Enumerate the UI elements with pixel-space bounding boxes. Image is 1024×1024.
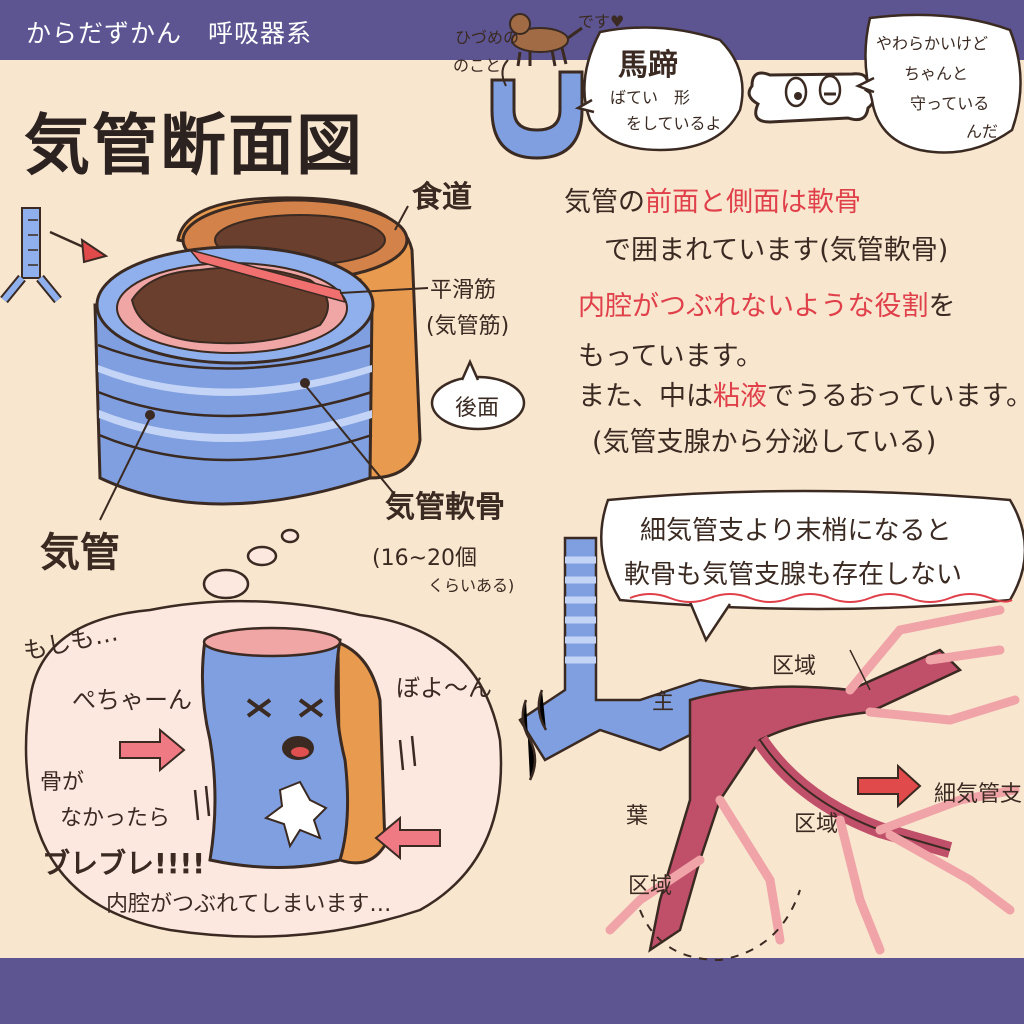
impact-lines [193, 689, 548, 821]
bone-bubble-line4: んだ [966, 122, 999, 141]
label-lines [99, 205, 429, 521]
dog-arrow-line [501, 59, 509, 87]
smooth-muscle-label: 平滑筋 [430, 278, 497, 303]
page-title: 気管断面図 [24, 107, 364, 184]
arrow-icon [49, 230, 109, 264]
description-line2: で囲まれています(気管軟骨) [604, 235, 949, 266]
trachea-cylinder [93, 245, 375, 506]
description-line4: もっています。 [578, 341, 763, 372]
cartilage-count-label: (16~20個 [372, 546, 478, 571]
segmental-label-2: 区域 [794, 812, 839, 837]
bronchioles-label: 細気管支 [934, 782, 1023, 807]
trachea-label: 気管 [40, 530, 120, 576]
no-bone-label: 骨が [40, 770, 85, 795]
dog-note-line1: ひづめの [455, 28, 520, 47]
dog-note-love: です♥ [578, 12, 625, 31]
description-line5: また、中は粘液でうるおっています。 [578, 381, 1024, 412]
main-bronchus-label: 主 [652, 690, 675, 715]
description-line6: (気管支腺から分泌している) [592, 427, 937, 458]
description-line3: 内腔がつぶれないような役割を [578, 291, 956, 322]
lobar-bronchus-label: 葉 [626, 804, 649, 829]
horseshoe-bubble-line2: ばてい 形 [610, 88, 691, 107]
bone-character [747, 71, 875, 124]
bronchiole-speech-bubble [600, 489, 1024, 643]
tracheal-cartilage-label: 気管軟骨 [385, 490, 505, 525]
pechan-label: ぺちゃーん [72, 686, 192, 714]
squished-trachea-character [200, 626, 387, 869]
bronchiole-bubble-line2: 軟骨も気管支腺も存在しない [624, 560, 963, 590]
dog-icon [509, 13, 583, 67]
trachea-mini-icon [0, 207, 62, 304]
dog-note-line2: のこと [453, 56, 502, 75]
bronchial-tree [518, 536, 1020, 962]
push-arrow-right-icon [374, 815, 441, 861]
collapse-label: 内腔がつぶれてしまいます… [106, 892, 392, 917]
horseshoe-bubble-line3: をしているよ [626, 114, 722, 133]
push-arrow-left-icon [119, 727, 186, 773]
bone-bubble-line3: 守っている [910, 94, 990, 113]
segmental-label-3: 区域 [628, 874, 673, 899]
burebure-label: ブレブレ!!!! [42, 847, 206, 880]
bottom-frame-bar [0, 958, 1024, 1024]
segmental-label-1: 区域 [772, 654, 817, 679]
posterior-label: 後面 [455, 396, 500, 421]
horseshoe-speech-bubble [574, 26, 744, 152]
bone-bubble-line2: ちゃんと [904, 64, 969, 83]
cartilage-count-label2: くらいある) [428, 576, 515, 595]
bronchiole-arrow-icon [857, 763, 922, 809]
bone-bubble-line1: やわらかいけど [876, 34, 989, 53]
esophagus-label: 食道 [412, 180, 472, 215]
description-line1: 気管の前面と側面は軟骨 [564, 187, 861, 218]
no-bone-label2: なかったら [60, 806, 171, 831]
bone-speech-bubble [854, 13, 1022, 154]
series-header: からだずかん 呼吸器系 [26, 19, 313, 48]
bronchiole-bubble-line1: 細気管支より末梢になると [640, 516, 952, 546]
smooth-muscle-sub-label: (気管筋) [426, 314, 510, 339]
boyon-label: ぼよ〜ん [396, 674, 492, 702]
posterior-bubble [430, 358, 526, 431]
horseshoe-bubble-line1: 馬蹄 [618, 48, 678, 83]
